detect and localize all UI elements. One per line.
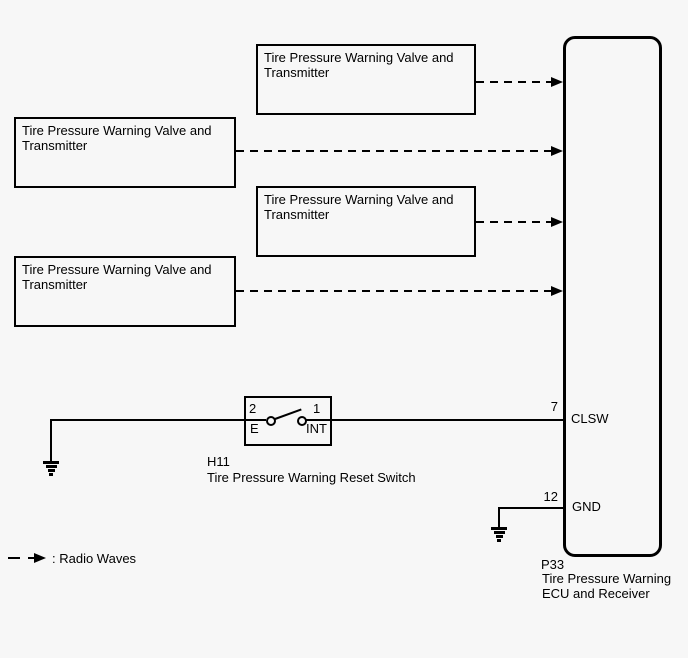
transmitter-box-1: Tire Pressure Warning Valve and Transmit… xyxy=(256,44,476,115)
arrowhead-icon xyxy=(551,77,563,87)
transmitter-box-2: Tire Pressure Warning Valve and Transmit… xyxy=(14,117,236,188)
pin-label: CLSW xyxy=(571,411,609,426)
switch-terminal-left xyxy=(266,416,276,426)
legend-dashed-line xyxy=(8,557,36,559)
transmitter-label: Tire Pressure Warning Valve and Transmit… xyxy=(264,192,454,222)
ground-icon xyxy=(43,461,59,477)
terminal-label: INT xyxy=(306,421,327,436)
transmitter-box-4: Tire Pressure Warning Valve and Transmit… xyxy=(14,256,236,327)
transmitter-label: Tire Pressure Warning Valve and Transmit… xyxy=(264,50,454,80)
ecu-code: P33 xyxy=(541,557,565,572)
wire xyxy=(50,419,52,462)
wire xyxy=(498,507,564,509)
wire xyxy=(50,419,266,421)
wire xyxy=(306,419,563,421)
radio-wave-dashed-line xyxy=(236,290,551,292)
switch-terminal-right xyxy=(297,416,307,426)
radio-wave-dashed-line xyxy=(476,81,551,83)
pin-label: GND xyxy=(572,499,601,514)
radio-wave-dashed-line xyxy=(476,221,551,223)
ecu-name: Tire Pressure Warning ECU and Receiver xyxy=(542,571,672,601)
transmitter-label: Tire Pressure Warning Valve and Transmit… xyxy=(22,123,212,153)
switch-name: Tire Pressure Warning Reset Switch xyxy=(207,470,416,485)
pin-number: 7 xyxy=(550,399,558,414)
switch-code: H11 xyxy=(207,454,230,469)
transmitter-box-3: Tire Pressure Warning Valve and Transmit… xyxy=(256,186,476,257)
arrowhead-icon xyxy=(551,286,563,296)
ecu-box xyxy=(563,36,662,557)
wire xyxy=(498,507,500,528)
ground-icon xyxy=(491,527,507,543)
transmitter-label: Tire Pressure Warning Valve and Transmit… xyxy=(22,262,212,292)
arrowhead-icon xyxy=(551,217,563,227)
pin-number: 12 xyxy=(543,489,558,504)
arrowhead-icon xyxy=(34,553,46,563)
radio-wave-dashed-line xyxy=(236,150,551,152)
terminal-number: 2 xyxy=(249,401,257,416)
arrowhead-icon xyxy=(551,146,563,156)
terminal-number: 1 xyxy=(313,401,321,416)
terminal-label: E xyxy=(250,421,259,436)
legend-label: : Radio Waves xyxy=(52,551,137,566)
reset-switch-box xyxy=(244,396,332,446)
